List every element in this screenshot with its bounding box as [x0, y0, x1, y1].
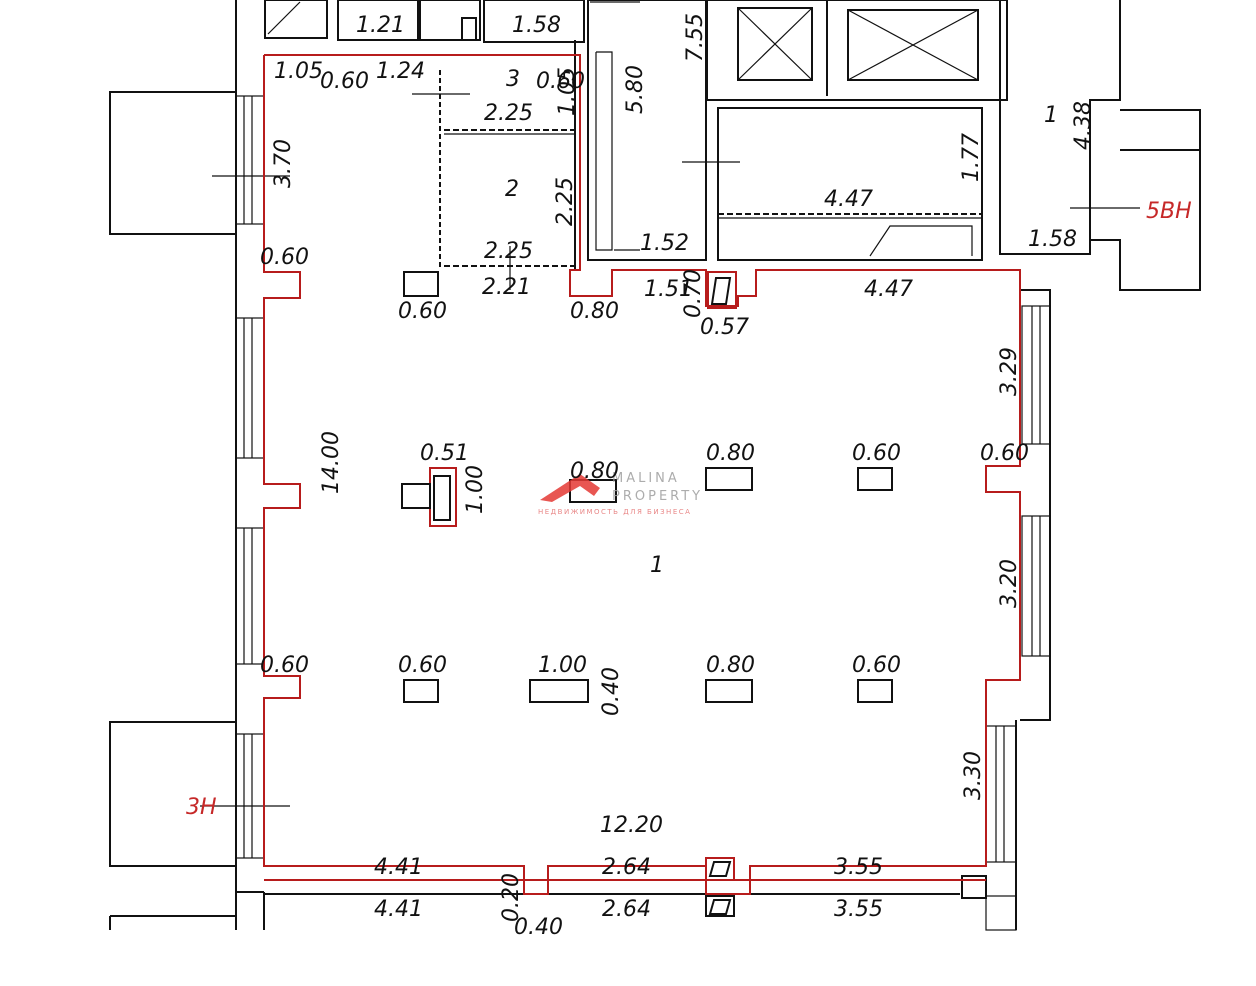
dimension-label: 1.05 — [274, 59, 323, 84]
columns — [401, 271, 893, 917]
dimension-label: 4.47 — [864, 277, 913, 302]
dimension-label: 3.55 — [834, 897, 883, 922]
watermark-logo: MALINA PROPERTY НЕДВИЖИМОСТЬ ДЛЯ БИЗНЕСА — [538, 471, 703, 516]
dimension-label: 14.00 — [319, 431, 344, 494]
entrance-label-5vn: 5ВН — [1146, 199, 1192, 224]
dimension-label: 0.80 — [706, 653, 755, 678]
room-number-right: 1 — [1044, 103, 1058, 128]
right-windows — [985, 305, 1051, 931]
dimension-label: 0.40 — [514, 915, 563, 940]
dimension-label: 1.00 — [463, 465, 488, 514]
dimension-label: 1.24 — [376, 59, 425, 84]
left-exterior — [109, 0, 1051, 931]
premises-outline — [263, 54, 1021, 895]
dimension-label: 0.60 — [852, 653, 901, 678]
stair-room — [682, 107, 983, 261]
dimension-label: 0.40 — [599, 667, 624, 716]
left-windows — [235, 95, 265, 859]
dimension-label: 3.55 — [834, 855, 883, 880]
dimension-label: 0.60 — [320, 69, 369, 94]
dimension-label: 3.70 — [271, 139, 296, 188]
top-small-rooms — [264, 0, 640, 43]
watermark-line1: MALINA — [612, 471, 680, 486]
dimension-label: 0.20 — [499, 873, 524, 922]
dimension-label: 1.00 — [538, 653, 587, 678]
dimension-labels: 1.21 1.58 1.05 0.60 1.24 0.60 2.25 2.25 … — [260, 13, 1096, 940]
dimension-label: 0.80 — [570, 459, 619, 484]
dimension-label: 1.21 — [356, 13, 405, 38]
dimension-label: 1.58 — [512, 13, 561, 38]
dimension-label: 2.25 — [484, 239, 533, 264]
dimension-label: 0.60 — [536, 69, 585, 94]
dimension-label: 7.55 — [683, 13, 708, 62]
elevator-shafts — [706, 0, 1008, 101]
dimension-label: 0.80 — [706, 441, 755, 466]
dimension-label: 2.25 — [484, 101, 533, 126]
dimension-label: 2.64 — [602, 897, 651, 922]
dimension-label: 0.60 — [398, 299, 447, 324]
watermark-line3: НЕДВИЖИМОСТЬ ДЛЯ БИЗНЕСА — [538, 508, 691, 516]
dimension-label: 0.60 — [260, 653, 309, 678]
dimension-label: 3.29 — [997, 347, 1022, 396]
dimension-label: 1.58 — [1028, 227, 1077, 252]
dimension-label: 2.25 — [553, 177, 578, 226]
dimension-label: 2.21 — [482, 275, 531, 300]
room-number-3: 3 — [506, 67, 520, 92]
dimension-label: 5.80 — [623, 65, 648, 114]
entrance-label-3n: 3Н — [186, 795, 217, 820]
right-room — [999, 0, 1201, 721]
vertical-shaft — [587, 0, 707, 261]
dimension-label: 1.77 — [959, 133, 984, 182]
dimension-label: 0.70 — [681, 269, 706, 318]
dimension-label: 4.41 — [374, 897, 423, 922]
dimension-label: 1.51 — [644, 277, 693, 302]
dimension-label: 3.20 — [997, 559, 1022, 608]
dimension-label: 0.51 — [420, 441, 469, 466]
dimension-label: 1.05 — [555, 67, 580, 116]
dimension-label: 1.52 — [640, 231, 689, 256]
dimension-label: 0.80 — [570, 299, 619, 324]
rooms-2-3 — [403, 40, 576, 297]
dimension-label: 4.41 — [374, 855, 423, 880]
dimension-label: 4.38 — [1071, 101, 1096, 150]
dimension-label: 2.64 — [602, 855, 651, 880]
dimension-label: 12.20 — [600, 813, 663, 838]
dimension-label: 0.57 — [700, 315, 749, 340]
room-number-main: 1 — [650, 553, 664, 578]
dimension-label: 0.60 — [398, 653, 447, 678]
dimension-label: 0.60 — [980, 441, 1029, 466]
dimension-label: 0.60 — [852, 441, 901, 466]
dimension-label: 3.30 — [961, 751, 986, 800]
room-number-2: 2 — [505, 177, 519, 202]
dimension-label: 4.47 — [824, 187, 873, 212]
logo-roof-icon — [540, 474, 600, 502]
dimension-label: 0.60 — [260, 245, 309, 270]
watermark-line2: PROPERTY — [612, 489, 703, 504]
